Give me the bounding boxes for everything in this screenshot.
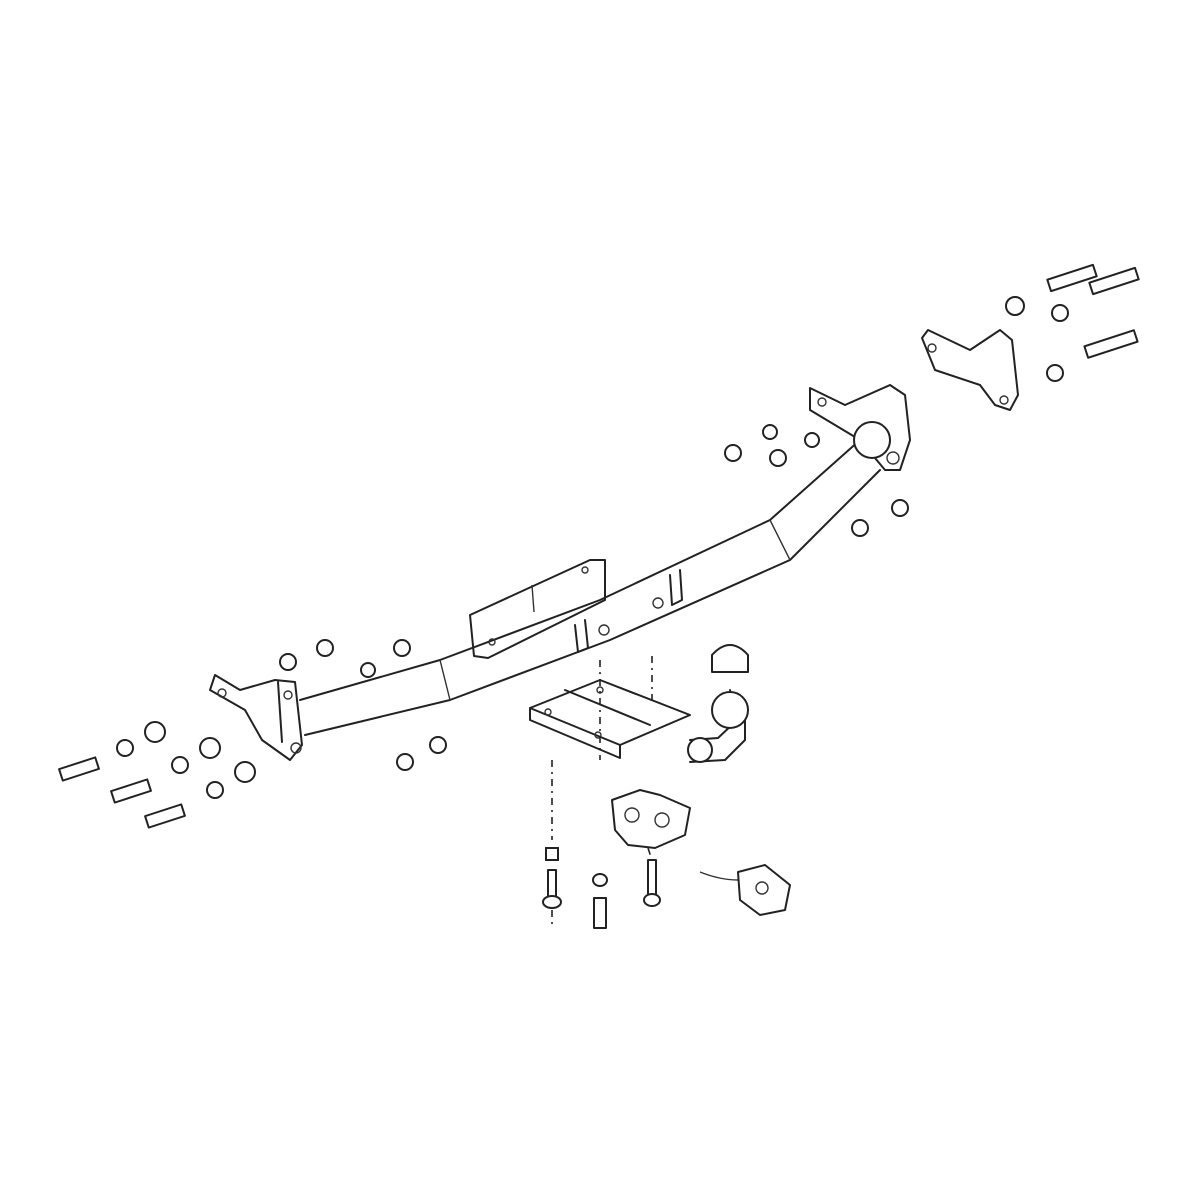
socket-bolts [542,656,661,929]
right-mounting-bracket [809,384,911,471]
wiring-connector [699,864,791,916]
tow-ball [687,689,749,763]
top-right-fasteners [1005,263,1140,382]
beam-clamps [574,569,683,653]
left-fasteners [58,721,256,829]
side-arm-bracket [921,329,1019,411]
left-mounting-bracket [209,674,303,761]
right-nuts [724,424,909,537]
tow-bar-crossbeam [299,439,881,736]
ball-cover-cap [711,644,749,673]
center-plate [469,559,606,659]
socket-plate [529,679,691,759]
electrical-socket [611,789,691,861]
left-nuts [279,639,447,771]
